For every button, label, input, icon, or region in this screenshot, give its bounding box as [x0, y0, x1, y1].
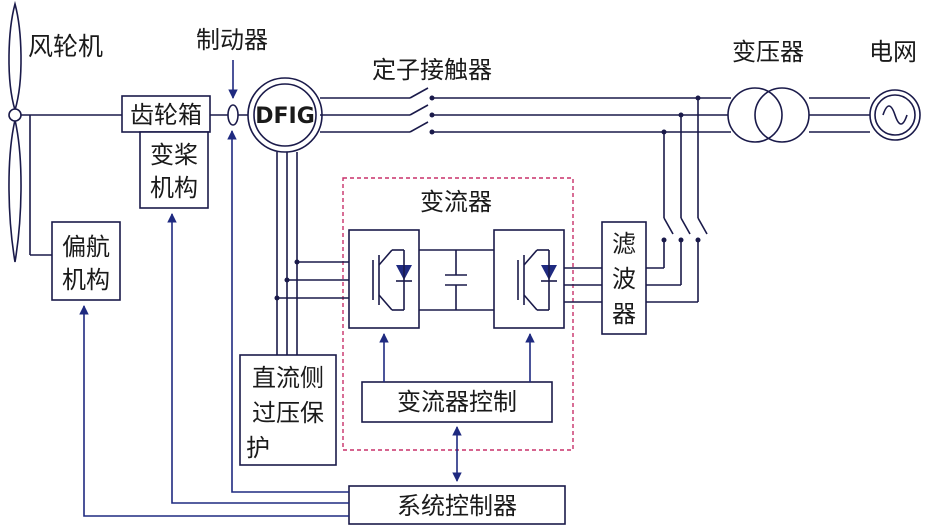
filter-label-2: 波	[612, 265, 636, 293]
dfig-label: DFIG	[255, 104, 315, 129]
pitch-mechanism-box	[139, 131, 209, 209]
upper-blade	[8, 0, 22, 113]
wind-turbine	[8, 0, 22, 263]
dc-link	[419, 249, 494, 311]
grid-side-branch	[646, 95, 708, 303]
dfig-inner-ring	[253, 83, 317, 147]
grid-label: 电网	[869, 38, 917, 66]
transformer-label: 变压器	[732, 38, 804, 66]
converter-control-box	[361, 381, 553, 423]
filter-label-3: 器	[612, 300, 636, 328]
rotor-lines	[274, 152, 349, 355]
brake-disc	[227, 104, 239, 126]
controller-to-brake-arrow	[227, 130, 349, 493]
yaw-label-2: 机构	[62, 266, 110, 294]
pitch-label-1: 变桨	[150, 141, 198, 169]
grid-side-converter	[493, 229, 565, 329]
dc-protection-label-3: 护	[246, 434, 270, 462]
stator-contactor	[409, 87, 435, 135]
converter-control-label: 变流器控制	[397, 388, 517, 416]
converter-label: 变流器	[420, 188, 492, 216]
hub	[8, 108, 22, 122]
yaw-label-1: 偏航	[62, 233, 110, 261]
grid-inner	[874, 94, 916, 136]
filter-label-1: 滤	[612, 230, 636, 258]
rotor-side-converter	[348, 229, 420, 329]
brake-label: 制动器	[196, 26, 268, 54]
stator-lines	[320, 97, 731, 133]
stator-contactor-label: 定子接触器	[372, 56, 492, 84]
gearbox-box	[121, 95, 211, 133]
system-controller-label: 系统控制器	[397, 492, 517, 520]
system-controller-box	[348, 485, 566, 525]
dc-protection-box	[239, 354, 337, 466]
gearbox-label: 齿轮箱	[130, 101, 202, 129]
dc-protection-label-1: 直流侧	[252, 364, 324, 392]
pitch-label-2: 机构	[150, 174, 198, 202]
dc-protection-label-2: 过压保	[252, 399, 324, 427]
ac-source-icon	[882, 105, 908, 125]
yaw-mechanism-box	[51, 221, 121, 301]
wind-turbine-label: 风轮机	[28, 32, 103, 61]
lower-blade	[8, 119, 22, 263]
controller-to-yaw-arrow	[79, 305, 349, 517]
filter-box	[601, 221, 647, 335]
converter-filter-lines	[564, 267, 602, 303]
grid-lines	[809, 97, 870, 133]
controller-to-pitch-arrow	[167, 213, 349, 504]
